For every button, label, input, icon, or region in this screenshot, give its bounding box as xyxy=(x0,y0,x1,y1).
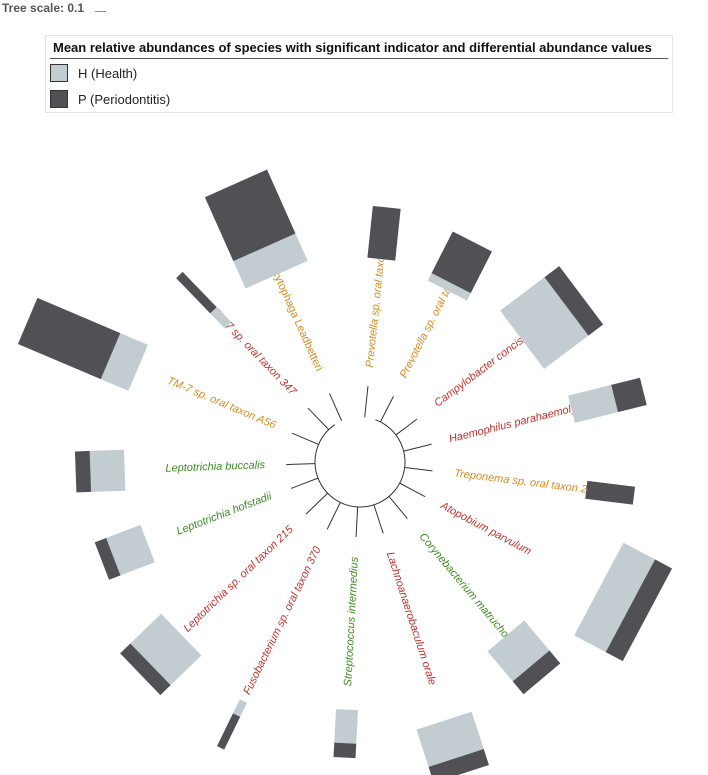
tree-branch xyxy=(373,504,382,526)
legend-swatch-periodontitis xyxy=(50,90,68,108)
tree-leaf-branch xyxy=(326,521,332,530)
tree-branch xyxy=(395,423,411,436)
abundance-bar xyxy=(487,620,561,695)
abundance-bar xyxy=(427,231,492,301)
abundance-periodontitis-segment xyxy=(428,749,489,775)
abundance-health-segment xyxy=(427,273,471,301)
abundance-bar xyxy=(94,524,155,580)
abundance-health-segment xyxy=(416,711,484,767)
abundance-bar xyxy=(176,271,232,329)
legend-divider xyxy=(50,58,668,59)
abundance-health-segment xyxy=(500,277,589,369)
leaf-label: Lachnoanaerobaculum orale xyxy=(384,550,439,686)
leaf-label: Corynebacterium matruchotii xyxy=(417,531,517,647)
abundance-health-segment xyxy=(487,620,550,682)
tree-leaf-branch xyxy=(389,396,394,404)
abundance-health-segment xyxy=(210,307,232,329)
abundance-periodontitis-segment xyxy=(605,559,673,662)
tree-branch xyxy=(330,502,341,523)
abundance-health-segment xyxy=(130,613,202,686)
abundance-periodontitis-segment xyxy=(367,205,401,261)
abundance-periodontitis-segment xyxy=(176,271,217,314)
tree-branch xyxy=(299,435,319,445)
abundance-periodontitis-segment xyxy=(544,266,604,336)
tree-branch xyxy=(399,482,419,494)
abundance-periodontitis-segment xyxy=(74,450,92,493)
abundance-bar xyxy=(204,169,308,289)
tree-branch xyxy=(404,466,425,471)
abundance-periodontitis-segment xyxy=(611,377,647,413)
abundance-periodontitis-segment xyxy=(217,713,241,750)
tree-leaf-branch xyxy=(366,386,369,395)
legend: Mean relative abundances of species with… xyxy=(45,35,673,113)
tree-leaf-branch xyxy=(329,393,334,401)
tree-leaf-branch xyxy=(401,512,408,519)
abundance-bar xyxy=(416,711,489,775)
tree-leaf-branch xyxy=(290,485,299,489)
leaf-label: Atopobium parvulum xyxy=(438,499,534,557)
tree-branch xyxy=(388,496,403,513)
abundance-bar xyxy=(568,377,647,423)
abundance-periodontitis-segment xyxy=(17,297,121,380)
abundance-bar xyxy=(217,699,247,750)
abundance-periodontitis-segment xyxy=(431,231,492,294)
abundance-health-segment xyxy=(89,449,126,492)
leaf-label: Streptococcus intermedius xyxy=(342,556,361,687)
tree-branch xyxy=(311,492,328,509)
abundance-bar xyxy=(74,449,126,493)
abundance-health-segment xyxy=(334,709,359,744)
tree-leaf-branch xyxy=(291,432,300,437)
abundance-health-segment xyxy=(106,524,155,576)
leaf-label: TM-7 sp. oral taxon A56 xyxy=(165,375,278,432)
tree-leaf-branch xyxy=(380,525,384,534)
tree-branch xyxy=(403,445,424,452)
tree-leaf-branch xyxy=(305,508,313,515)
abundance-health-segment xyxy=(100,333,148,391)
abundance-health-segment xyxy=(232,699,247,717)
leaf-label: Leptotrichia hofstadii xyxy=(175,490,274,538)
leaf-label: Treponema sp. oral taxon 237 xyxy=(454,468,601,498)
tree-branch xyxy=(332,400,343,422)
tree-branch xyxy=(364,394,368,418)
abundance-health-segment xyxy=(568,384,618,423)
tree-leaf-branch xyxy=(307,407,314,415)
abundance-periodontitis-segment xyxy=(120,643,171,696)
leaf-label: Campylobacter concisus xyxy=(432,328,535,410)
abundance-bar xyxy=(333,709,359,759)
tree-root-arc xyxy=(314,416,406,508)
legend-label-health: H (Health) xyxy=(78,66,138,81)
tree-branch xyxy=(379,403,391,423)
legend-label-periodontitis: P (Periodontitis) xyxy=(78,92,171,107)
abundance-health-segment xyxy=(233,233,308,289)
abundance-periodontitis-segment xyxy=(512,650,561,695)
leaf-label: Leptotrichia buccalis xyxy=(165,459,266,474)
tree-leaf-branch xyxy=(410,418,418,425)
abundance-bar xyxy=(367,205,401,261)
tree-branch xyxy=(355,506,359,529)
tree-branch xyxy=(313,413,330,430)
abundance-periodontitis-segment xyxy=(204,169,296,262)
tree-branch xyxy=(294,463,316,465)
abundance-bar xyxy=(120,613,202,696)
abundance-periodontitis-segment xyxy=(585,480,636,505)
tree-leaf-branch xyxy=(424,469,433,472)
abundance-bar xyxy=(500,266,604,369)
abundance-periodontitis-segment xyxy=(94,538,121,580)
legend-title: Mean relative abundances of species with… xyxy=(53,40,652,55)
abundance-bar xyxy=(574,542,673,662)
tree-scale-label: Tree scale: 0.1 xyxy=(2,1,85,15)
tree-scale-bar xyxy=(95,11,106,12)
abundance-bar xyxy=(17,297,148,391)
abundance-periodontitis-segment xyxy=(333,742,357,759)
tree-leaf-branch xyxy=(417,492,426,498)
tree-branch xyxy=(298,477,319,487)
legend-swatch-health xyxy=(50,64,68,82)
abundance-health-segment xyxy=(574,542,656,653)
tree-leaf-branch xyxy=(423,443,432,447)
abundance-bar xyxy=(585,480,636,505)
